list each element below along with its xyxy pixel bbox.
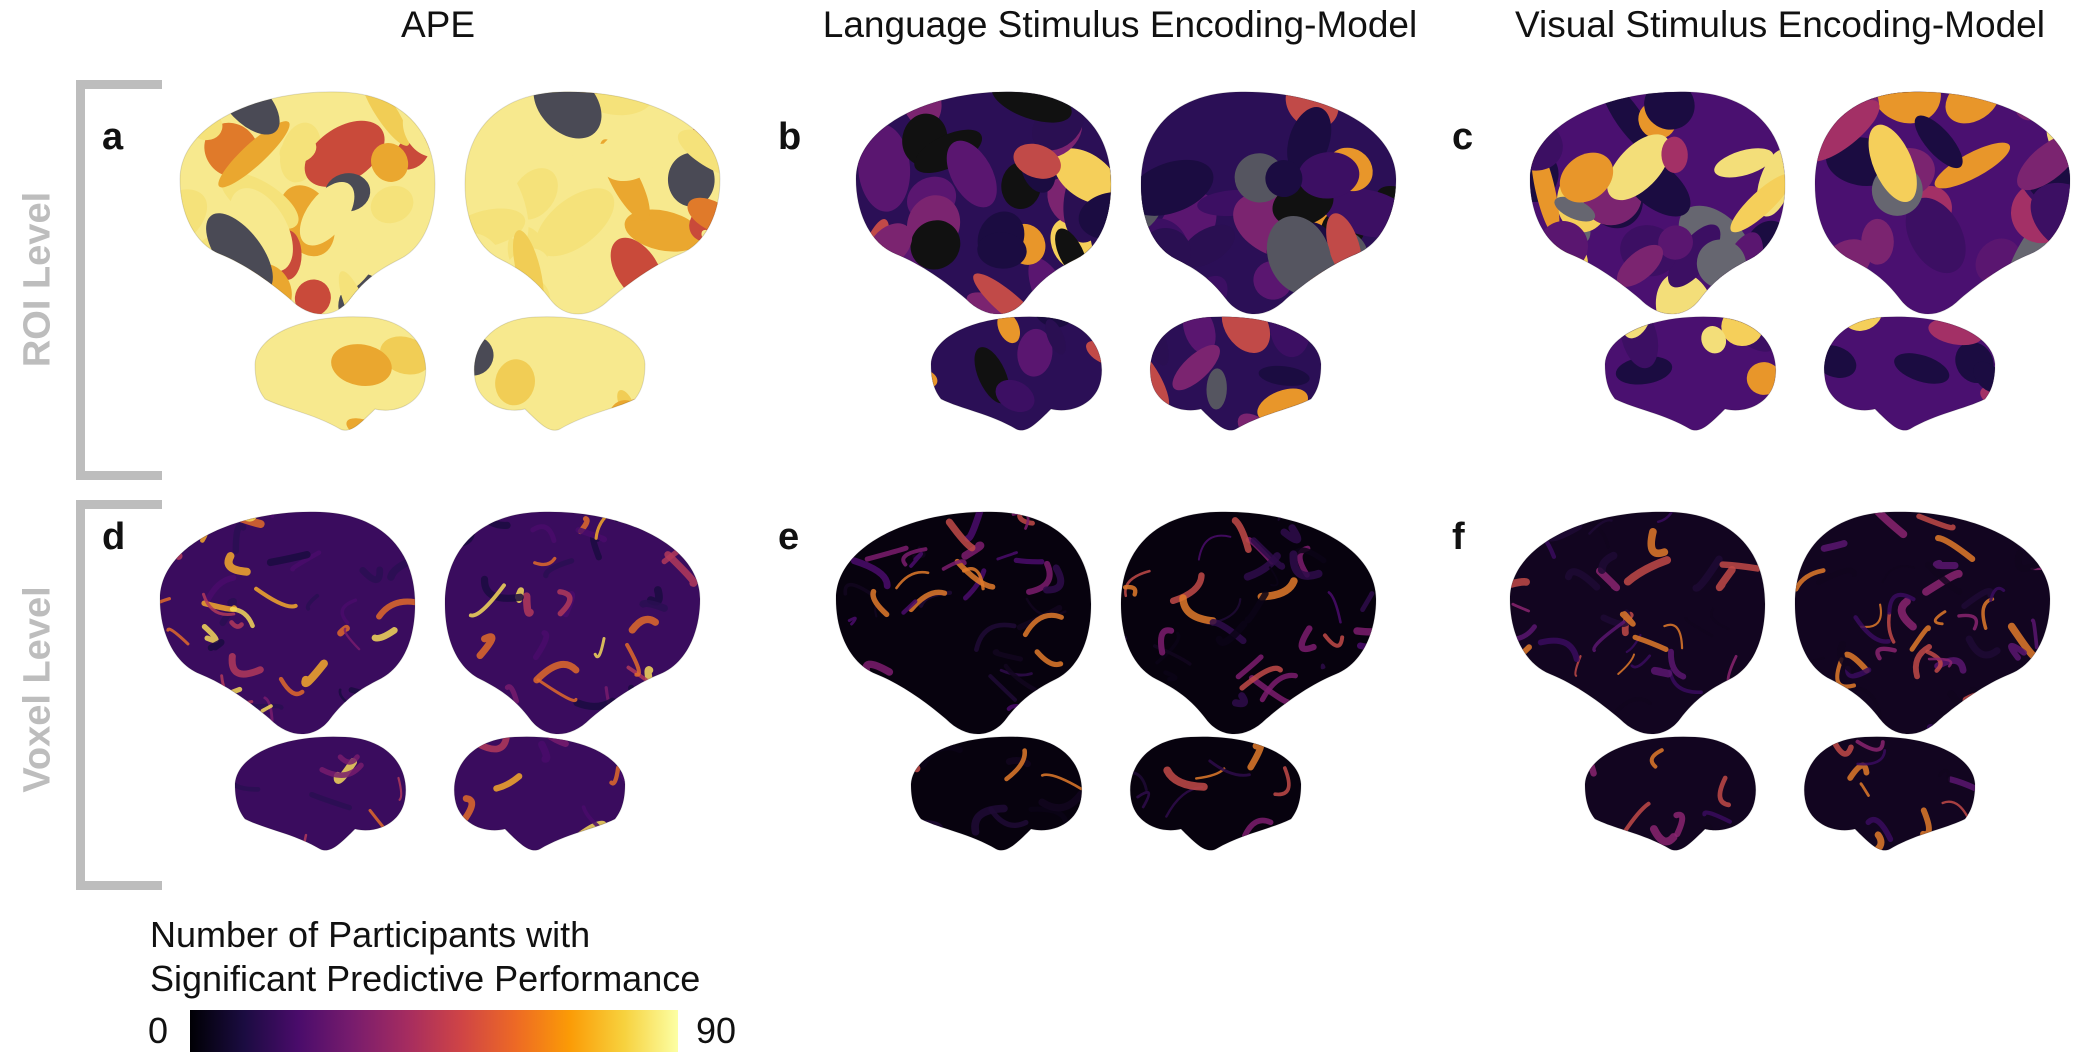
panel-a-ape-roi-brain: [179, 91, 721, 431]
panel-letter-d: d: [102, 516, 126, 558]
panel-c-visual-roi-brain: [1529, 91, 2071, 431]
panel-d-ape-voxel-brain: [159, 511, 701, 851]
column-title-language-model: Language Stimulus Encoding-Model: [822, 4, 1418, 45]
column-title-visual-model: Visual Stimulus Encoding-Model: [1515, 4, 2045, 45]
row-bracket-roi: [76, 80, 162, 480]
colorbar-title-line2: Significant Predictive Performance: [150, 958, 701, 999]
panel-letter-b: b: [778, 116, 802, 158]
column-title-ape: APE: [400, 4, 476, 45]
panel-letter-f: f: [1452, 516, 1465, 558]
colorbar-max-label: 90: [696, 1010, 737, 1051]
colorbar-min-label: 0: [148, 1010, 169, 1051]
panel-letter-c: c: [1452, 116, 1474, 158]
panel-f-visual-voxel-brain: [1509, 511, 2051, 851]
panel-e-language-voxel-brain: [835, 511, 1377, 851]
colorbar-title: Number of Participants with Significant …: [150, 913, 700, 1001]
row-bracket-voxel: [76, 500, 162, 890]
row-label-voxel: Voxel Level: [16, 586, 59, 793]
panel-b-language-roi-brain: [855, 91, 1397, 431]
colorbar-gradient: [190, 1010, 678, 1052]
colorbar-title-line1: Number of Participants with: [150, 914, 591, 955]
panel-letter-e: e: [778, 516, 800, 558]
row-label-roi: ROI Level: [16, 191, 59, 368]
panel-letter-a: a: [102, 116, 124, 158]
